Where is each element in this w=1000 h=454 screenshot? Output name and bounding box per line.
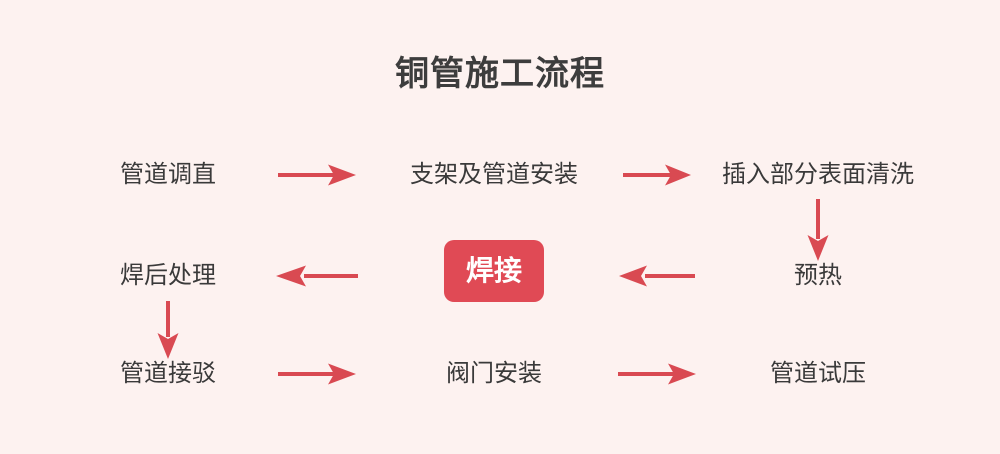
flow-node-n2[interactable]: 支架及管道安装 — [410, 161, 578, 188]
arrow-down-n3-n4 — [805, 197, 831, 263]
arrow-down-n6-n7 — [155, 299, 181, 361]
arrow-left-n5-n6 — [274, 263, 360, 289]
flow-node-n4[interactable]: 预热 — [794, 262, 842, 289]
arrow-right-n2-n3 — [621, 162, 693, 188]
arrow-right-n8-n9 — [616, 361, 698, 387]
arrow-left-n4-n5 — [617, 263, 697, 289]
flow-node-n5-welding[interactable]: 焊接 — [443, 240, 545, 302]
flow-node-n1[interactable]: 管道调直 — [120, 161, 216, 188]
arrow-right-n1-n2 — [276, 162, 358, 188]
flow-node-n6[interactable]: 焊后处理 — [120, 262, 216, 289]
page-title: 铜管施工流程 — [395, 55, 605, 93]
flow-node-n9[interactable]: 管道试压 — [770, 360, 866, 387]
flow-node-n7[interactable]: 管道接驳 — [120, 360, 216, 387]
arrow-right-n7-n8 — [276, 361, 358, 387]
flow-node-n3[interactable]: 插入部分表面清洗 — [722, 161, 914, 188]
flow-node-n8[interactable]: 阀门安装 — [446, 360, 542, 387]
